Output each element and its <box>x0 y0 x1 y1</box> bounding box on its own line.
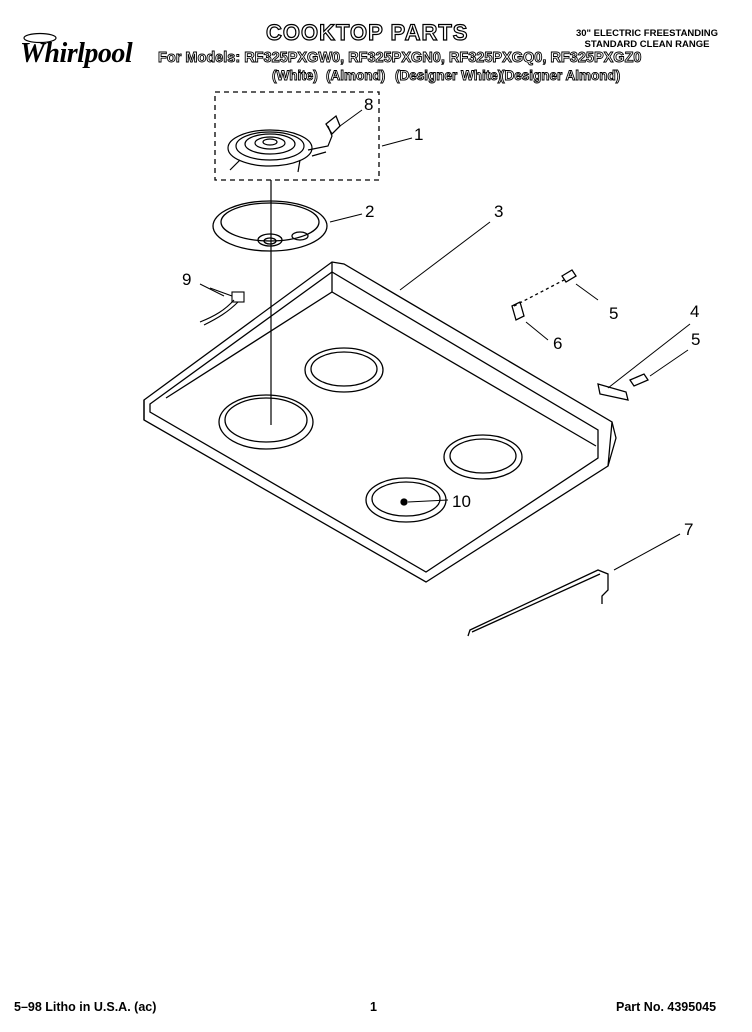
whirlpool-logo: Whirlpool <box>20 38 133 69</box>
range-type-line1: 30" ELECTRIC FREESTANDING <box>575 28 719 39</box>
cooktop-body <box>143 261 617 583</box>
wiring-harness <box>199 287 245 326</box>
logo-oval <box>23 32 57 44</box>
element-receptacle <box>325 114 341 136</box>
callout-1: 1 <box>414 125 424 144</box>
callout-4: 4 <box>690 302 700 321</box>
page-title: COOKTOP PARTS <box>265 19 469 45</box>
color-white: (White) <box>272 68 319 84</box>
page-number: 1 <box>370 1000 377 1014</box>
callout-3: 3 <box>494 202 504 221</box>
surface-element <box>227 125 333 173</box>
range-type-line2: STANDARD CLEAN RANGE <box>584 39 710 50</box>
callout-5-lower: 5 <box>691 330 701 349</box>
drip-bowl <box>212 200 328 252</box>
callout-6: 6 <box>553 334 563 353</box>
callout-7: 7 <box>684 520 694 539</box>
callout-5-upper: 5 <box>609 304 619 323</box>
color-designer-almond: (Designer Almond) <box>500 68 621 84</box>
color-almond: (Almond) <box>326 68 386 84</box>
screw-10 <box>400 498 408 506</box>
element-group-box <box>214 91 380 181</box>
support-rod <box>467 569 609 637</box>
color-designer-white: (Designer White) <box>395 68 503 84</box>
leader-lines <box>199 109 691 571</box>
callout-9: 9 <box>182 270 192 289</box>
hinge-and-screw <box>597 373 649 401</box>
part-number: Part No. 4395045 <box>616 1000 717 1014</box>
callout-8: 8 <box>364 95 374 114</box>
litho-note: 5–98 Litho in U.S.A. (ac) <box>14 1000 157 1014</box>
callout-10: 10 <box>452 492 471 511</box>
callout-2: 2 <box>365 202 375 221</box>
upper-screw-and-clip <box>511 269 577 321</box>
model-list: For Models: RF325PXGW0, RF325PXGN0, RF32… <box>158 50 642 67</box>
